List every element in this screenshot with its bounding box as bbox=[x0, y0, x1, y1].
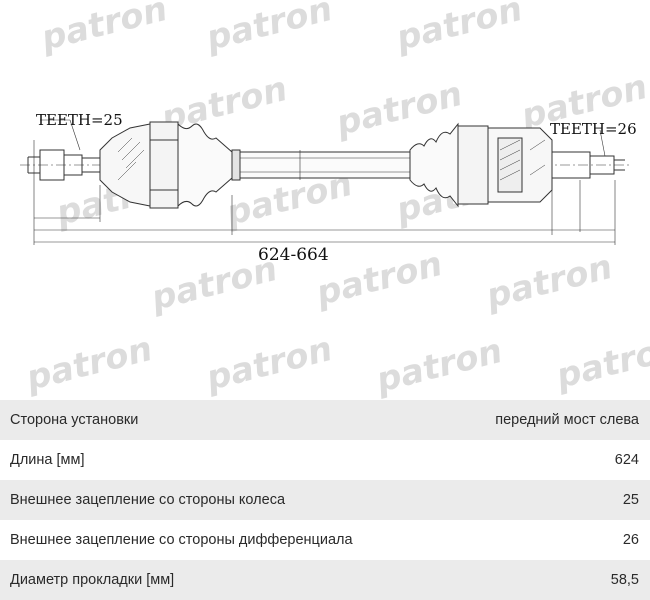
watermark: patron bbox=[392, 0, 527, 59]
spec-label: Сторона установки bbox=[10, 412, 139, 428]
teeth-right-label: TEETH=26 bbox=[550, 120, 637, 138]
spec-value: 624 bbox=[614, 452, 639, 468]
spec-label: Длина [мм] bbox=[10, 452, 85, 468]
watermark: patron bbox=[202, 0, 337, 59]
technical-drawing: patron patron patron patron patron patro… bbox=[20, 0, 650, 400]
spec-label: Внешнее зацепление со стороны колеса bbox=[10, 492, 286, 508]
watermark-group: patron patron patron patron patron patro… bbox=[22, 0, 650, 400]
watermark: patron bbox=[37, 0, 172, 59]
shaft-outline bbox=[20, 119, 630, 245]
spec-table: Сторона установки передний мост слева Дл… bbox=[0, 400, 650, 600]
length-label: 624-664 bbox=[258, 245, 329, 265]
spec-row-length: Длина [мм] 624 bbox=[0, 440, 650, 480]
spec-value: передний мост слева bbox=[495, 412, 639, 428]
watermark: patron bbox=[552, 327, 650, 397]
spec-label: Диаметр прокладки [мм] bbox=[10, 572, 175, 588]
spec-value: 58,5 bbox=[610, 572, 639, 588]
watermark: patron bbox=[22, 329, 157, 399]
teeth-left-label: TEETH=25 bbox=[36, 111, 123, 129]
watermark: patron bbox=[202, 329, 337, 399]
spec-row-side: Сторона установки передний мост слева bbox=[0, 400, 650, 440]
spec-row-wheel-teeth: Внешнее зацепление со стороны колеса 25 bbox=[0, 480, 650, 520]
watermark: patron bbox=[482, 247, 617, 317]
watermark: patron bbox=[312, 244, 447, 314]
spec-label: Внешнее зацепление со стороны дифференци… bbox=[10, 532, 353, 548]
spec-value: 25 bbox=[622, 492, 639, 508]
drive-shaft-schematic: patron patron patron patron patron patro… bbox=[20, 0, 650, 400]
spec-row-diff-teeth: Внешнее зацепление со стороны дифференци… bbox=[0, 520, 650, 560]
spec-row-gasket-diameter: Диаметр прокладки [мм] 58,5 bbox=[0, 560, 650, 600]
spec-value: 26 bbox=[622, 532, 639, 548]
watermark: patron bbox=[372, 331, 507, 400]
